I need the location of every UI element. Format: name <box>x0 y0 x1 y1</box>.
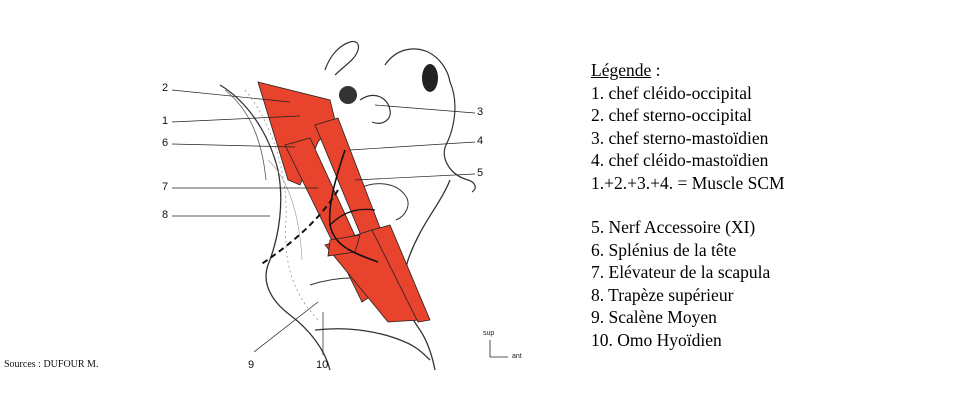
anatomy-figure: 2 1 3 4 6 5 7 8 9 10 sup ant <box>150 30 550 380</box>
source-credit: Sources : DUFOUR M. <box>4 359 99 370</box>
figure-label-7: 7 <box>162 181 169 193</box>
legend-heading: Légende : <box>591 59 785 82</box>
legend-item: 4. chef cléido-mastoïdien <box>591 150 769 170</box>
orientation-up-label: sup <box>483 330 495 337</box>
legend-item: 1. chef cléido-occipital <box>591 82 752 103</box>
legend-item: 2. chef sterno-occipital <box>591 105 752 125</box>
legend-item: 8. Trapèze supérieur <box>591 284 734 305</box>
legend-title-suffix: : <box>651 60 661 80</box>
figure-label-6: 6 <box>162 137 169 149</box>
legend-item: 10. Omo Hyoïdien <box>591 329 722 350</box>
figure-label-2: 2 <box>162 82 169 94</box>
figure-label-4: 4 <box>477 135 484 147</box>
legend-item: 3. chef sterno-mastoïdien <box>591 127 769 148</box>
legend-item: 9. Scalène Moyen <box>591 307 717 327</box>
legend-spacer <box>591 194 785 216</box>
figure-label-10: 10 <box>316 359 329 371</box>
figure-label-5: 5 <box>477 167 484 179</box>
legend-item: 7. Elévateur de la scapula <box>591 262 771 282</box>
figure-label-9: 9 <box>248 359 255 371</box>
legend-item: 5. Nerf Accessoire (XI) <box>591 217 756 237</box>
legend-item: 1.+2.+3.+4. = Muscle SCM <box>591 172 785 193</box>
orientation-right-label: ant <box>512 353 522 360</box>
figure-label-3: 3 <box>477 106 484 118</box>
figure-label-8: 8 <box>162 209 169 221</box>
legend-title: Légende <box>591 60 652 80</box>
legend-item: 6. Splénius de la tête <box>591 239 737 260</box>
legend: Légende : 1. chef cléido-occipital 2. ch… <box>591 59 785 351</box>
figure-label-1: 1 <box>162 115 169 127</box>
neck-illustration <box>171 40 508 371</box>
